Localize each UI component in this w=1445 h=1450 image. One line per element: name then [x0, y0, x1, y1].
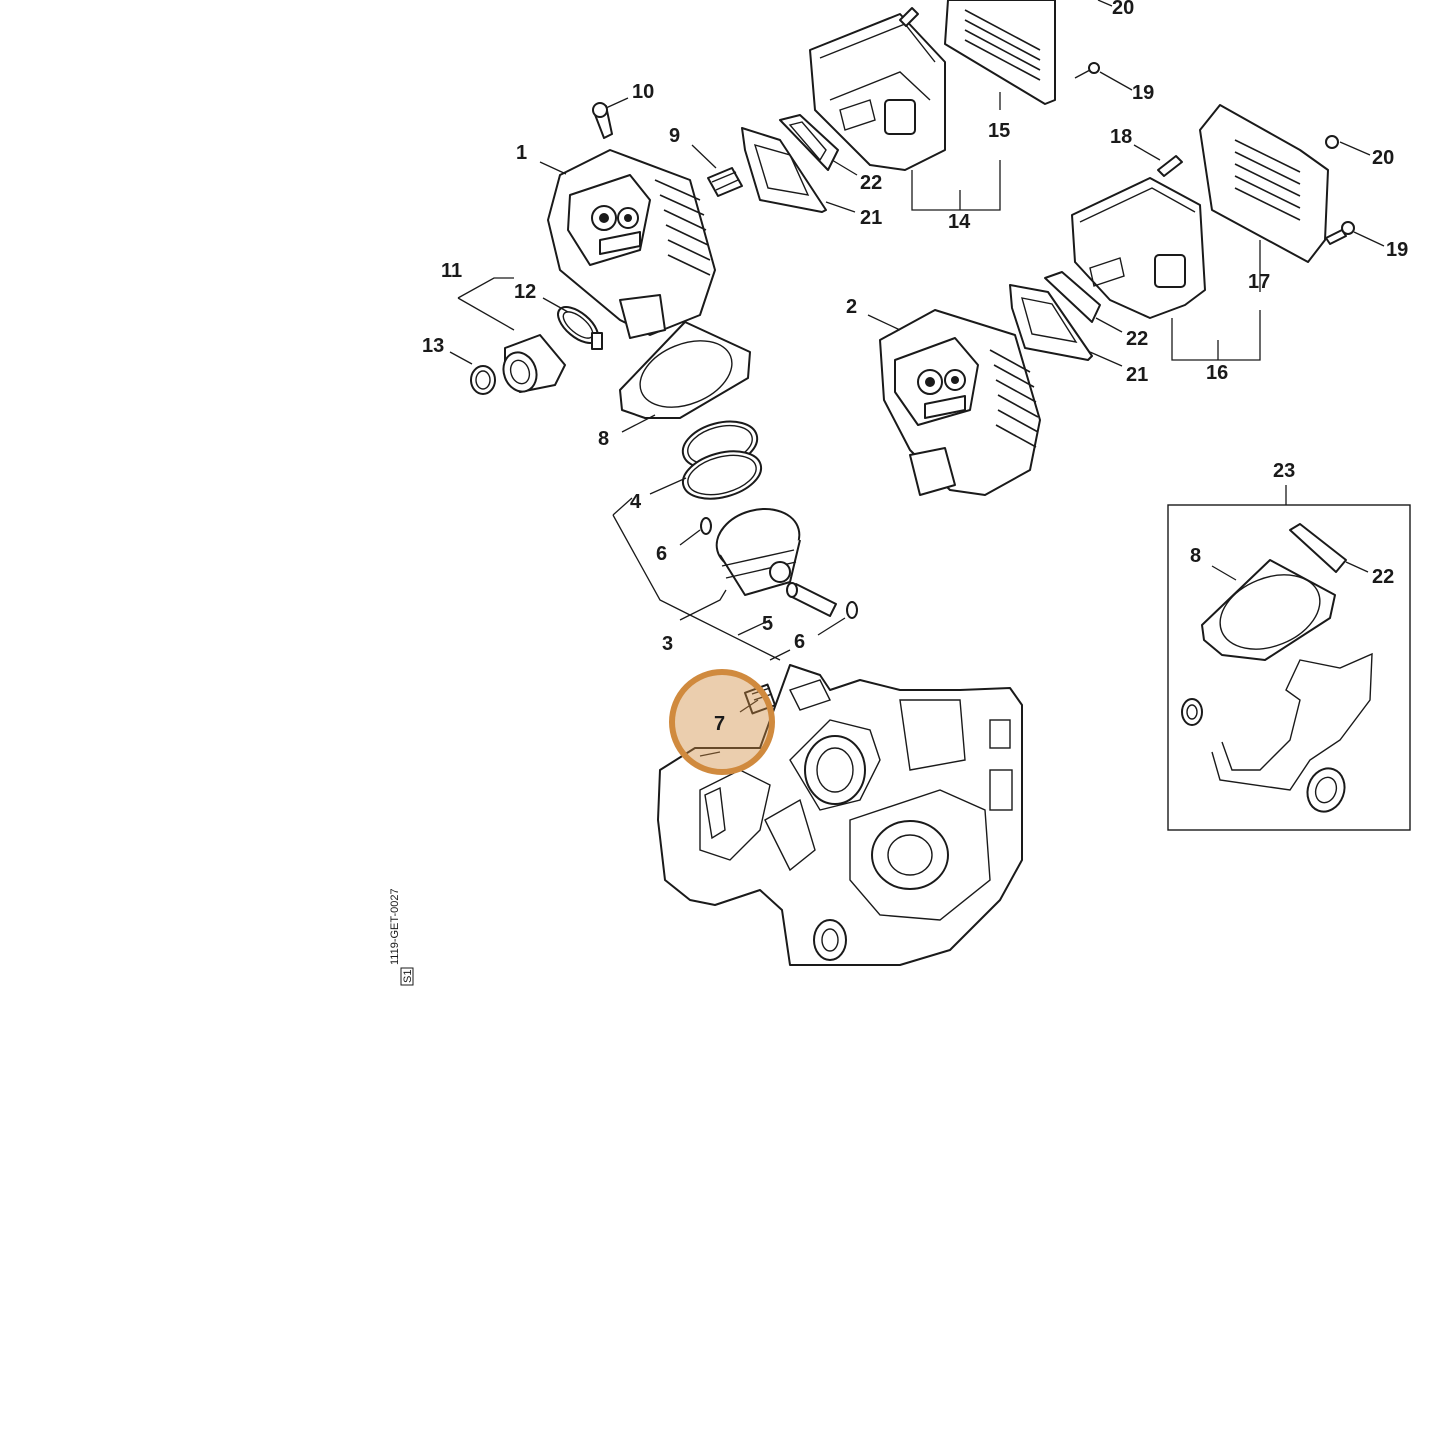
callout-21a[interactable]: 21 [860, 207, 882, 229]
callout-2[interactable]: 2 [846, 296, 857, 318]
callout-14[interactable]: 14 [948, 211, 971, 233]
callout-4[interactable]: 4 [630, 491, 642, 513]
callout-20b[interactable]: 20 [1372, 147, 1394, 169]
clamp-13 [470, 365, 496, 395]
spark-plug-9 [707, 167, 743, 197]
highlight-circle [669, 669, 775, 775]
callout-20a[interactable]: 20 [1112, 0, 1134, 19]
callout-6b[interactable]: 6 [794, 631, 805, 653]
screw-upper [899, 7, 1100, 79]
gasket-kit-23 [1167, 485, 1411, 831]
piston-rings-4 [681, 420, 763, 500]
callout-15[interactable]: 15 [988, 120, 1010, 142]
callout-18[interactable]: 18 [1110, 126, 1132, 148]
callout-17[interactable]: 17 [1248, 271, 1270, 293]
intake-clamp-12 [557, 306, 603, 350]
cylinder-1 [547, 149, 716, 339]
callout-23[interactable]: 23 [1273, 460, 1295, 482]
leader-lines [449, 0, 1385, 757]
snap-ring-6 [700, 517, 858, 619]
callout-16[interactable]: 16 [1206, 362, 1228, 384]
callout-11[interactable]: 11 [441, 260, 462, 282]
callout-10[interactable]: 10 [632, 81, 654, 103]
callout-3[interactable]: 3 [662, 633, 673, 655]
gasket-right-22 [1044, 271, 1101, 323]
callout-21b[interactable]: 21 [1126, 364, 1148, 386]
piston-pin-5 [786, 582, 837, 617]
screw-10 [592, 102, 613, 139]
callout-8b[interactable]: 8 [1190, 545, 1201, 567]
cylinder-2 [879, 309, 1041, 496]
callout-12[interactable]: 12 [514, 281, 536, 303]
drawing-reference: 1119-GET-0027 S1 [389, 888, 414, 986]
cylinder-base-gasket-8 [619, 321, 751, 419]
callout-13[interactable]: 13 [422, 335, 444, 357]
callout-8a[interactable]: 8 [598, 428, 609, 450]
gasket-upper-21 [741, 127, 827, 213]
callout-5[interactable]: 5 [762, 613, 773, 635]
intake-manifold-11 [502, 334, 566, 393]
callout-19a[interactable]: 19 [1132, 82, 1154, 104]
callout-labels: 1 2 3 4 5 6 6 7 8 8 9 10 11 12 13 14 15 … [422, 0, 1408, 735]
muffler-right [1071, 104, 1329, 319]
callout-19b[interactable]: 19 [1386, 239, 1408, 261]
muffler-upper [809, 0, 1056, 171]
drawing-id: 1119-GET-0027 [389, 888, 401, 965]
screws-right [1157, 135, 1355, 245]
callout-22a[interactable]: 22 [860, 172, 882, 194]
drawing-sheet: S1 [402, 970, 414, 983]
callout-6a[interactable]: 6 [656, 543, 667, 565]
gasket-upper-22 [779, 114, 839, 171]
callout-9[interactable]: 9 [669, 125, 680, 147]
callout-22b[interactable]: 22 [1126, 328, 1148, 350]
crankcase [657, 664, 1023, 966]
piston-3 [715, 508, 801, 596]
callout-7[interactable]: 7 [714, 713, 725, 735]
callout-22c[interactable]: 22 [1372, 566, 1394, 588]
gasket-right-21 [1009, 284, 1093, 361]
callout-1[interactable]: 1 [516, 142, 527, 164]
